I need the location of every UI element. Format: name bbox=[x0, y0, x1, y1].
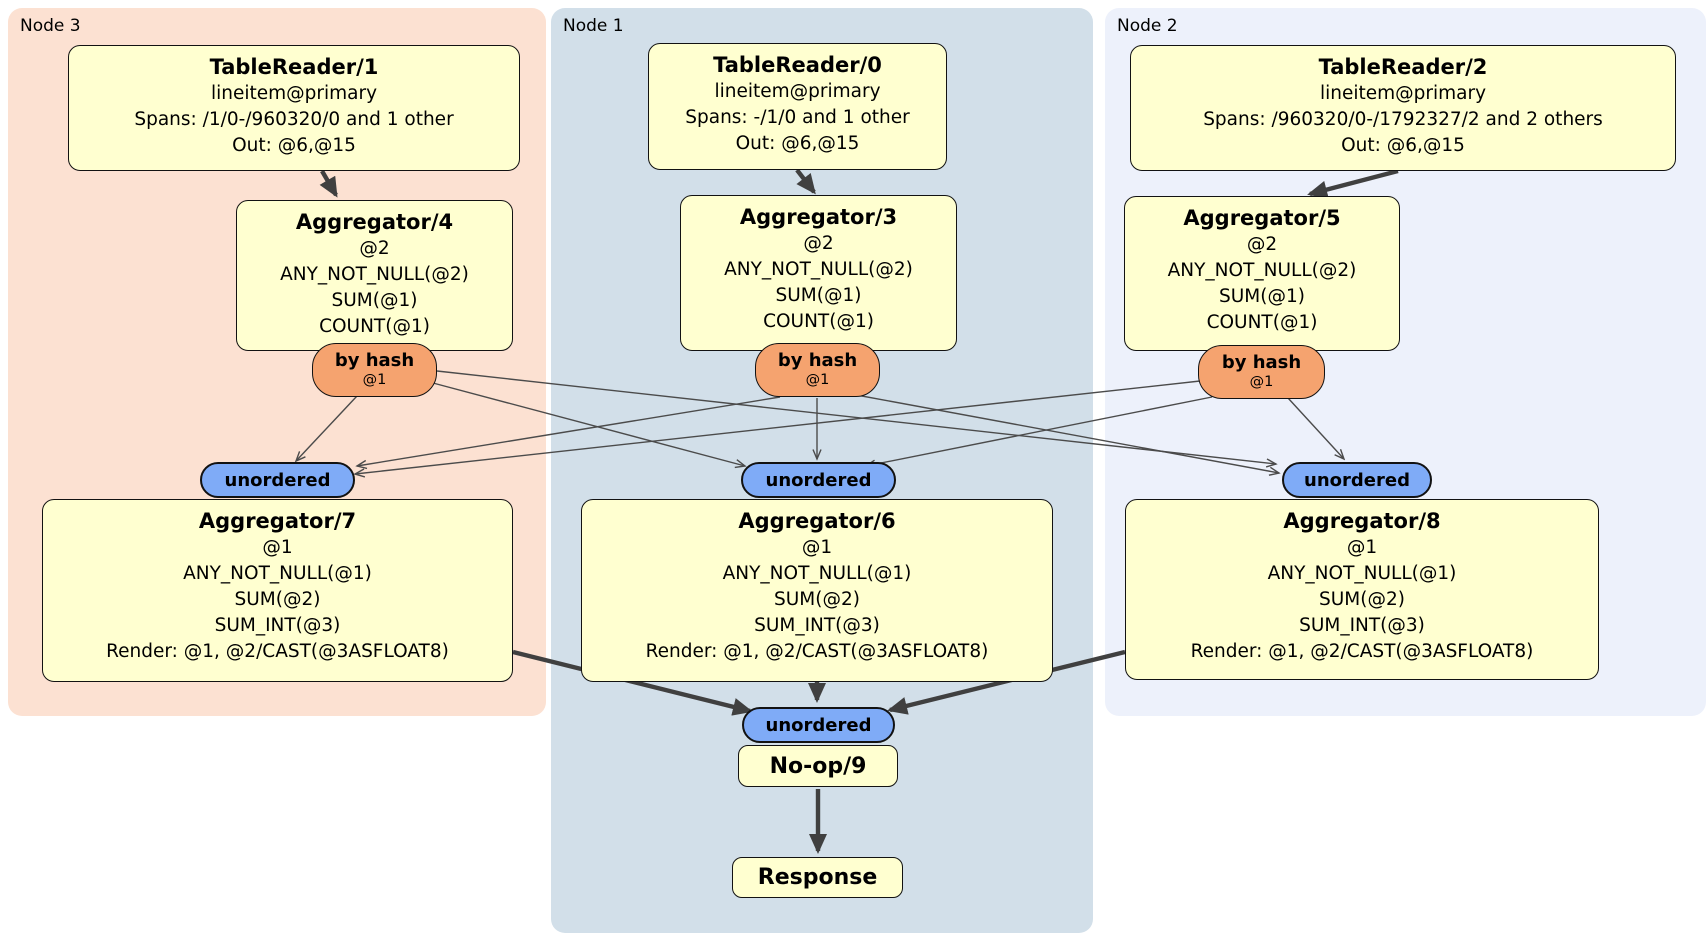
processor-detail: Out: @6,@15 bbox=[1341, 135, 1465, 156]
region-node-2-label: Node 2 bbox=[1117, 16, 1178, 36]
processor-detail: Spans: /960320/0-/1792327/2 and 2 others bbox=[1203, 109, 1603, 130]
processor-tablereader-2: TableReader/2 lineitem@primary Spans: /9… bbox=[1130, 45, 1676, 171]
processor-detail: Render: @1, @2/CAST(@3ASFLOAT8) bbox=[106, 641, 449, 662]
processor-title: Aggregator/6 bbox=[738, 509, 896, 533]
hash-router-node1: by hash @1 bbox=[755, 343, 880, 397]
processor-title: Aggregator/7 bbox=[198, 509, 357, 533]
edge-hash-right-to-unordered-middle bbox=[866, 396, 1213, 466]
hash-router-label: by hash bbox=[1221, 352, 1302, 373]
processor-detail: Out: @6,@15 bbox=[735, 133, 860, 154]
processor-detail: SUM(@1) bbox=[331, 290, 418, 311]
processor-detail: Out: @6,@15 bbox=[232, 135, 356, 156]
processor-detail: Render: @1, @2/CAST(@3ASFLOAT8) bbox=[645, 641, 989, 662]
processor-detail: ANY_NOT_NULL(@1) bbox=[183, 563, 372, 584]
edge-hash-right-to-unordered-right bbox=[1287, 397, 1344, 459]
hash-router-key: @1 bbox=[362, 372, 387, 388]
processor-detail: @2 bbox=[803, 233, 834, 254]
edge-hash-left-to-unordered-left bbox=[296, 395, 358, 461]
processor-detail: @1 bbox=[801, 537, 833, 558]
processor-aggregator-7: Aggregator/7 @1 ANY_NOT_NULL(@1) SUM(@2)… bbox=[42, 499, 513, 682]
processor-aggregator-3: Aggregator/3 @2 ANY_NOT_NULL(@2) SUM(@1)… bbox=[680, 195, 957, 351]
processor-detail: SUM(@2) bbox=[774, 589, 860, 610]
processor-detail: ANY_NOT_NULL(@2) bbox=[724, 259, 913, 280]
processor-detail: ANY_NOT_NULL(@1) bbox=[1267, 563, 1457, 584]
edge-hash-left-to-unordered-right bbox=[436, 370, 1276, 464]
processor-detail: COUNT(@1) bbox=[763, 311, 874, 332]
hash-router-node3: by hash @1 bbox=[312, 343, 437, 397]
processor-detail: ANY_NOT_NULL(@1) bbox=[722, 563, 912, 584]
processor-detail: Spans: /1/0-/960320/0 and 1 other bbox=[134, 109, 454, 130]
edge-hash-middle-to-unordered-left bbox=[357, 396, 781, 466]
region-node-3-label: Node 3 bbox=[20, 16, 81, 36]
hash-router-node2: by hash @1 bbox=[1198, 345, 1325, 399]
processor-detail: COUNT(@1) bbox=[319, 316, 430, 337]
edge-tablereader0-to-aggregator3 bbox=[795, 168, 816, 195]
stream-unordered-node1: unordered bbox=[741, 462, 896, 498]
processor-title: TableReader/2 bbox=[1318, 55, 1488, 79]
processor-detail: SUM(@1) bbox=[775, 285, 862, 306]
hash-router-key: @1 bbox=[805, 372, 830, 388]
processor-detail: Spans: -/1/0 and 1 other bbox=[685, 107, 910, 128]
processor-aggregator-6: Aggregator/6 @1 ANY_NOT_NULL(@1) SUM(@2)… bbox=[581, 499, 1053, 682]
processor-tablereader-1: TableReader/1 lineitem@primary Spans: /1… bbox=[68, 45, 520, 171]
processor-title: Aggregator/5 bbox=[1183, 206, 1341, 230]
processor-title: TableReader/1 bbox=[209, 55, 379, 79]
edge-tablereader2-to-aggregator5 bbox=[1307, 168, 1399, 199]
processor-noop: No-op/9 bbox=[738, 745, 898, 787]
processor-aggregator-4: Aggregator/4 @2 ANY_NOT_NULL(@2) SUM(@1)… bbox=[236, 200, 513, 351]
processor-response: Response bbox=[732, 857, 903, 898]
edge-hash-right-to-unordered-left bbox=[355, 380, 1201, 474]
edge-tablereader1-to-aggregator4 bbox=[319, 169, 338, 198]
processor-detail: @1 bbox=[1346, 537, 1378, 558]
processor-title: Aggregator/3 bbox=[739, 205, 898, 229]
processor-detail: @2 bbox=[359, 238, 390, 259]
processor-aggregator-5: Aggregator/5 @2 ANY_NOT_NULL(@2) SUM(@1)… bbox=[1124, 196, 1400, 351]
stream-unordered-node2: unordered bbox=[1282, 462, 1432, 498]
processor-detail: ANY_NOT_NULL(@2) bbox=[1167, 260, 1357, 281]
processor-title: Aggregator/4 bbox=[295, 210, 454, 234]
processor-detail: Render: @1, @2/CAST(@3ASFLOAT8) bbox=[1190, 641, 1534, 662]
processor-detail: @1 bbox=[262, 537, 293, 558]
processor-title: Aggregator/8 bbox=[1283, 509, 1441, 533]
region-node-1-label: Node 1 bbox=[563, 16, 624, 36]
hash-router-label: by hash bbox=[777, 350, 858, 371]
processor-detail: @2 bbox=[1246, 234, 1278, 255]
processor-title: TableReader/0 bbox=[713, 53, 882, 77]
edge-hash-left-to-unordered-middle bbox=[432, 382, 745, 466]
edge-hash-middle-to-unordered-right bbox=[850, 393, 1279, 473]
processor-detail: lineitem@primary bbox=[1319, 83, 1487, 104]
processor-detail: ANY_NOT_NULL(@2) bbox=[280, 264, 469, 285]
hash-router-label: by hash bbox=[334, 350, 415, 371]
processor-detail: lineitem@primary bbox=[714, 81, 881, 102]
processor-detail: COUNT(@1) bbox=[1206, 312, 1318, 333]
processor-detail: SUM(@1) bbox=[1219, 286, 1305, 307]
processor-detail: SUM(@2) bbox=[234, 589, 321, 610]
processor-detail: SUM(@2) bbox=[1319, 589, 1405, 610]
processor-detail: SUM_INT(@3) bbox=[754, 615, 880, 636]
processor-detail: SUM_INT(@3) bbox=[1299, 615, 1425, 636]
hash-router-key: @1 bbox=[1249, 374, 1274, 390]
processor-aggregator-8: Aggregator/8 @1 ANY_NOT_NULL(@1) SUM(@2)… bbox=[1125, 499, 1599, 680]
processor-detail: lineitem@primary bbox=[210, 83, 378, 104]
stream-unordered-final: unordered bbox=[742, 707, 895, 743]
processor-tablereader-0: TableReader/0 lineitem@primary Spans: -/… bbox=[648, 43, 947, 170]
stream-unordered-node3: unordered bbox=[200, 462, 355, 498]
processor-detail: SUM_INT(@3) bbox=[214, 615, 341, 636]
